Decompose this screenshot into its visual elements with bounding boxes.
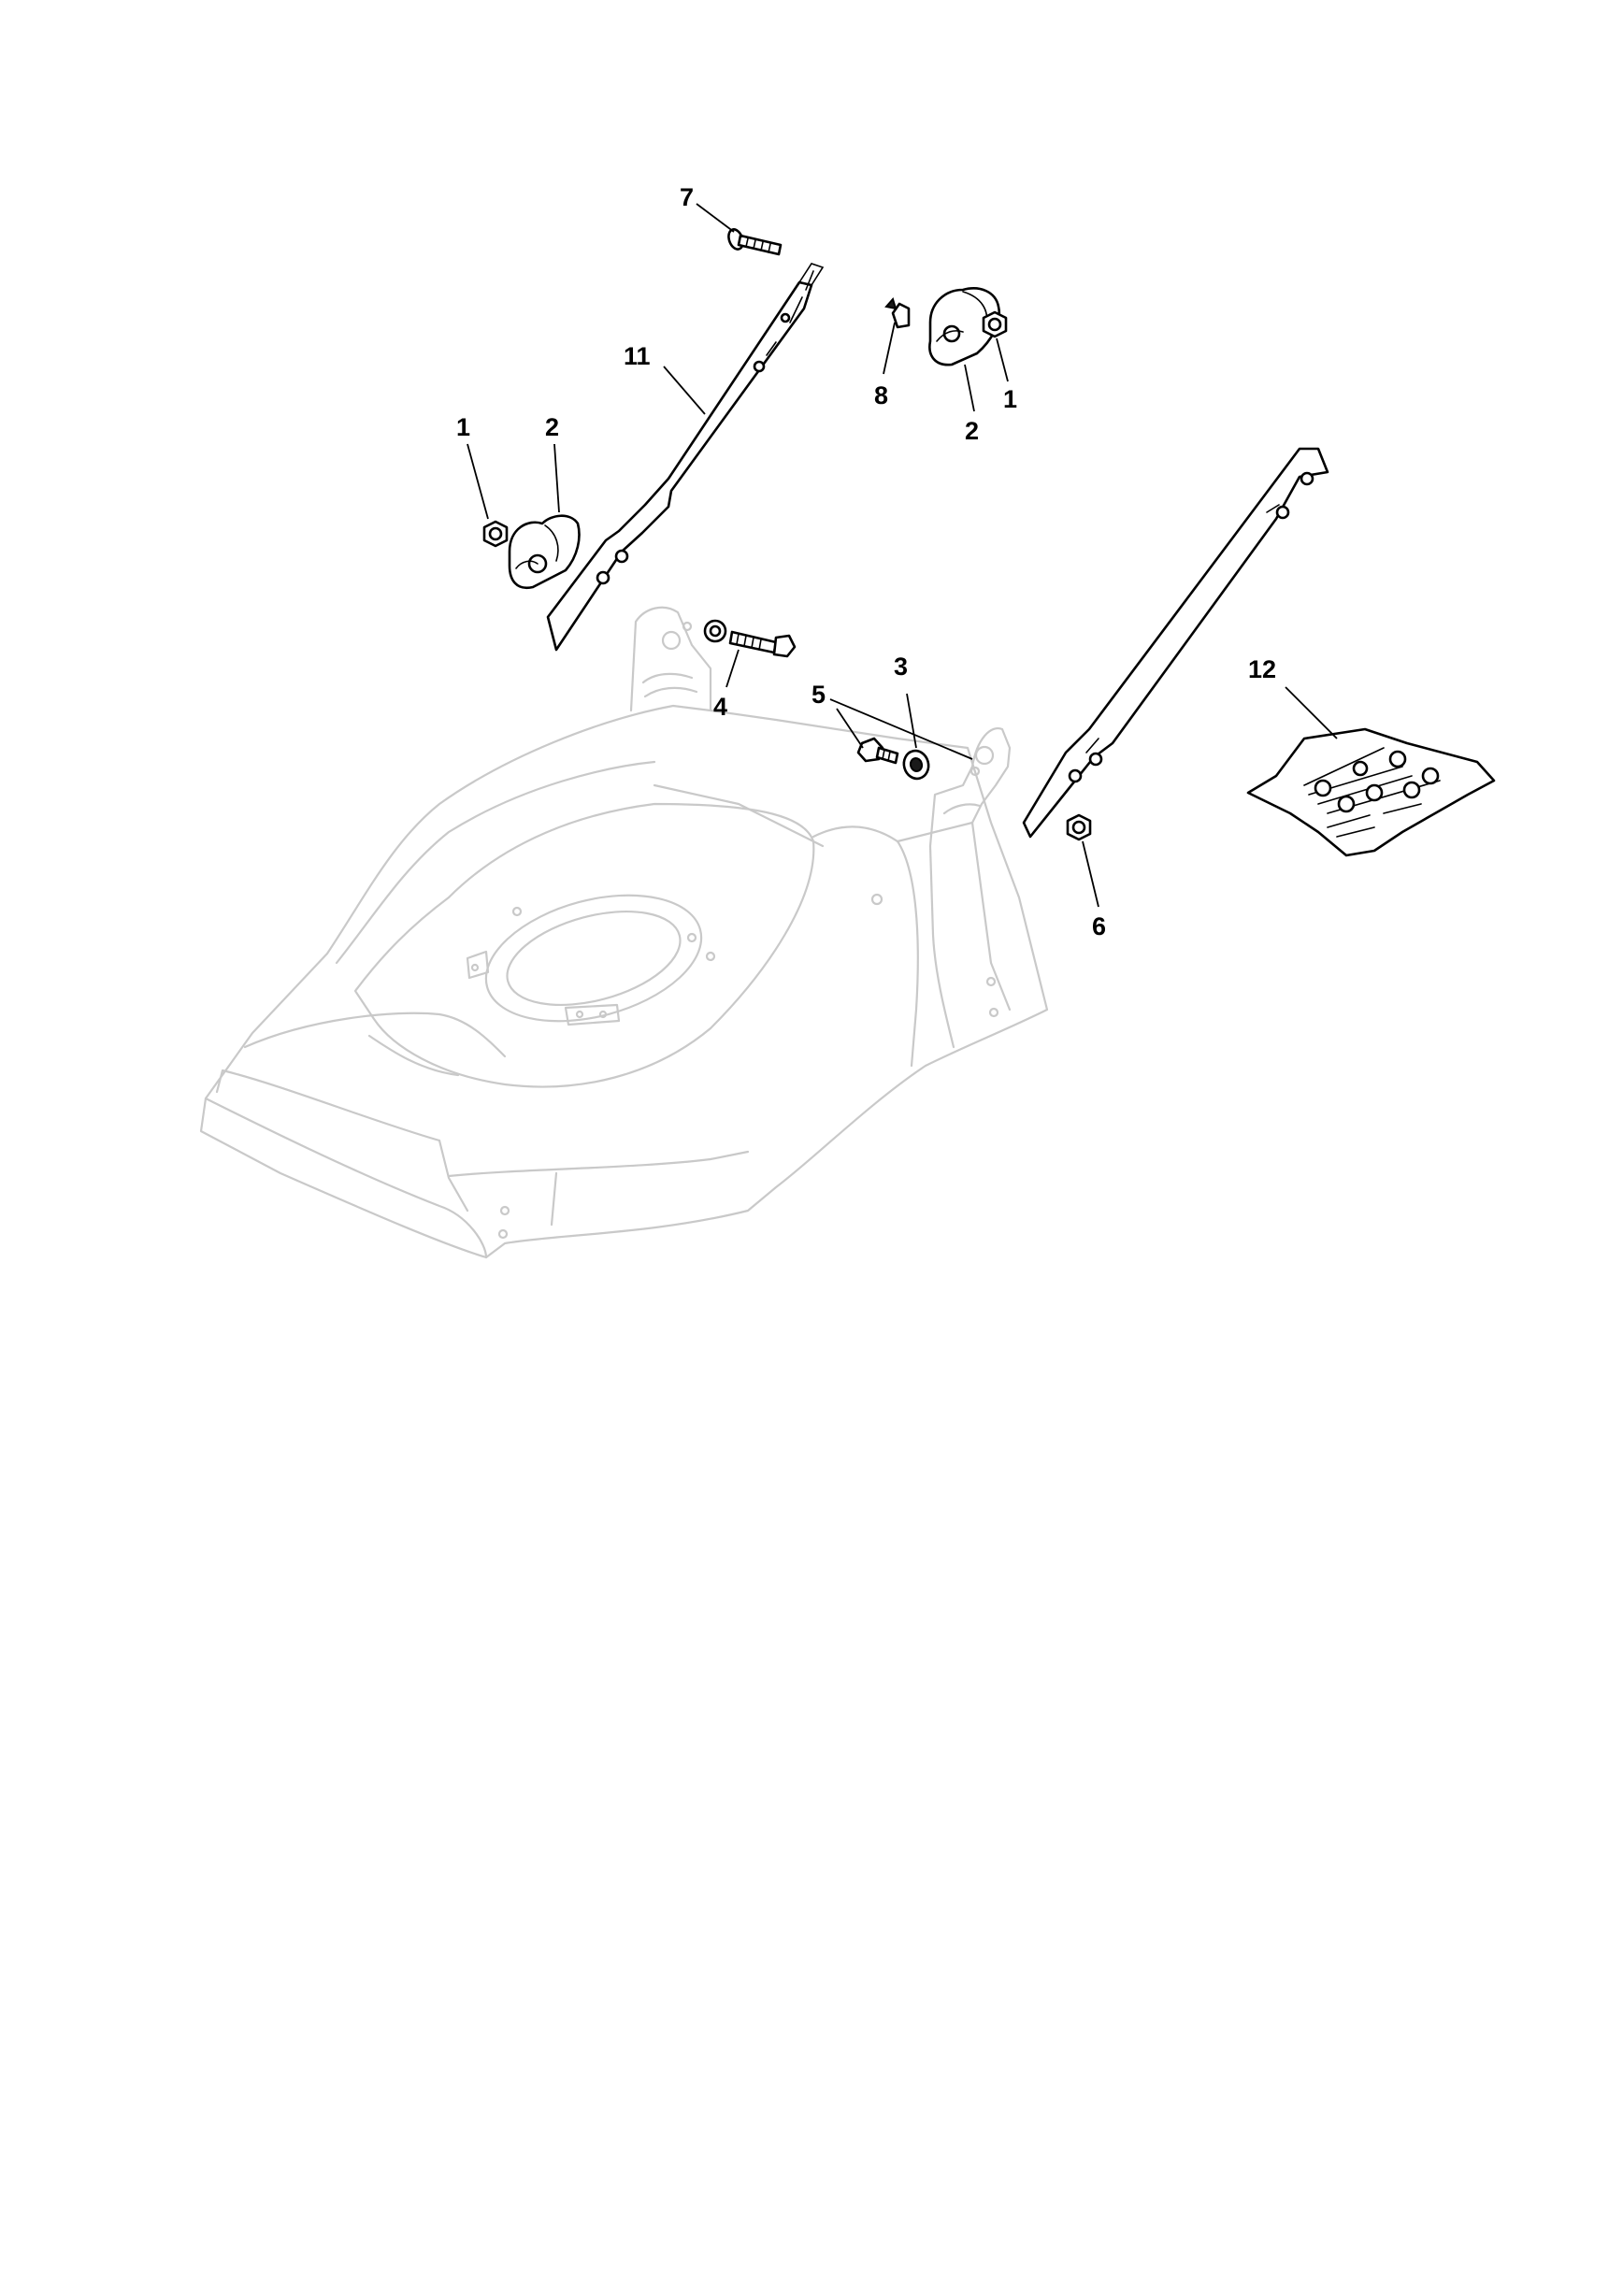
callout-3: 3 bbox=[894, 653, 908, 681]
hardware-bag-12 bbox=[1246, 727, 1496, 857]
callout-4: 4 bbox=[713, 693, 727, 721]
bolt-5 bbox=[856, 737, 899, 765]
callout-2-right: 2 bbox=[965, 417, 979, 445]
right-handle-bar bbox=[1022, 447, 1329, 839]
callout-1-left: 1 bbox=[456, 413, 470, 441]
right-knob-screw bbox=[884, 296, 911, 329]
callout-6: 6 bbox=[1092, 912, 1106, 940]
callout-7: 7 bbox=[680, 183, 694, 211]
nut-6 bbox=[1066, 813, 1092, 841]
callout-2-left: 2 bbox=[545, 413, 559, 441]
left-hex-nut bbox=[482, 520, 509, 548]
left-handle-knob bbox=[508, 514, 581, 590]
callout-8: 8 bbox=[874, 381, 888, 409]
right-handle-knob bbox=[928, 287, 1001, 366]
leader-lines bbox=[467, 203, 1338, 908]
callout-1-right: 1 bbox=[1003, 385, 1017, 413]
bolt-4 bbox=[703, 619, 797, 658]
screw-7 bbox=[727, 228, 783, 256]
callout-5: 5 bbox=[812, 681, 826, 709]
left-handle-bar bbox=[546, 263, 825, 652]
callout-11: 11 bbox=[624, 342, 651, 370]
right-hex-nut bbox=[982, 310, 1008, 338]
mower-deck bbox=[199, 606, 1049, 1259]
callout-labels: 1 2 11 7 8 2 1 4 5 3 12 6 bbox=[456, 183, 1276, 940]
callout-12: 12 bbox=[1248, 655, 1276, 683]
spacer-3 bbox=[902, 749, 930, 781]
